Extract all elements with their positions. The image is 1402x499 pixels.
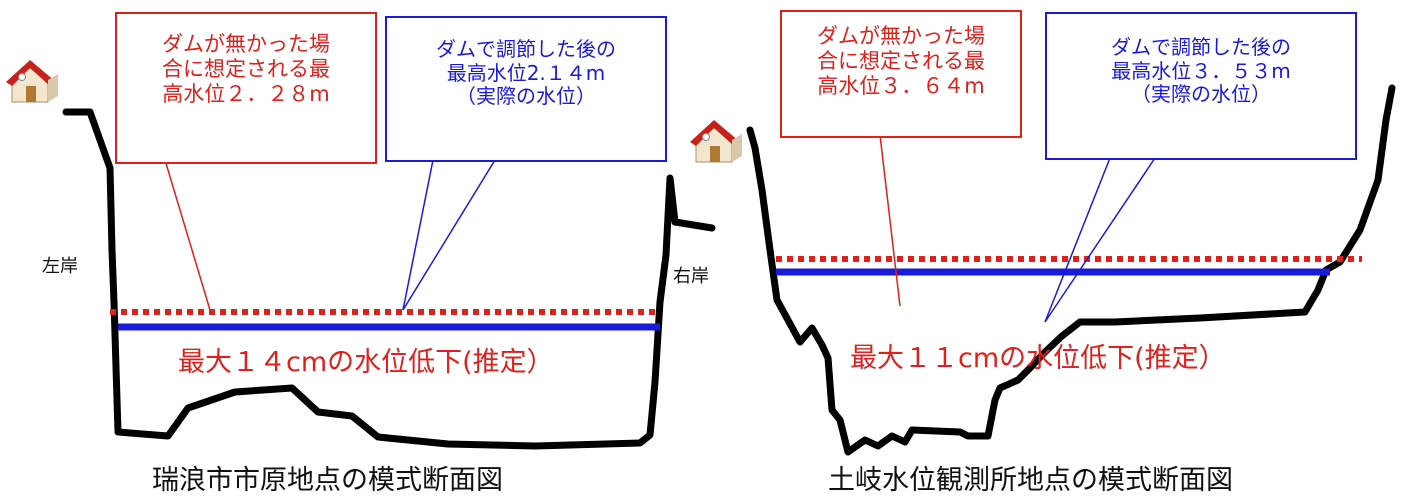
right-no-dam-line-1: ダムが無かった場 bbox=[817, 24, 985, 48]
right-no-dam-callout: ダムが無かった場 合に想定される最 高水位３．６４m bbox=[780, 10, 1022, 138]
right-no-dam-line-2: 合に想定される最 bbox=[817, 48, 985, 73]
left-with-dam-line-2: 最高水位2.１４m bbox=[446, 60, 606, 85]
left-with-dam-line-1: ダムで調節した後の bbox=[436, 37, 616, 61]
right-with-dam-line-3: （実際の水位） bbox=[1131, 82, 1271, 107]
right-reduction-label: 最大１１cmの水位低下(推定） bbox=[850, 343, 1226, 374]
left-no-dam-line-2: 合に想定される最 bbox=[162, 56, 330, 81]
left-reduction-label: 最大１４cmの水位低下(推定） bbox=[178, 347, 554, 378]
left-bank-label: 左岸 bbox=[42, 256, 78, 277]
right-no-dam-line-3: 高水位３．６４m bbox=[817, 73, 985, 98]
left-no-dam-callout: ダムが無かった場 合に想定される最 高水位２．２８m bbox=[115, 12, 377, 164]
left-with-dam-pointer-b bbox=[402, 159, 496, 311]
right-no-dam-pointer bbox=[879, 134, 901, 307]
right-caption: 土岐水位観測所地点の模式断面図 bbox=[828, 465, 1233, 496]
left-with-dam-pointer-a bbox=[402, 159, 434, 311]
left-no-dam-line-1: ダムが無かった場 bbox=[162, 32, 330, 56]
right-with-dam-line-1: ダムで調節した後の bbox=[1111, 35, 1291, 59]
left-riverbed-profile bbox=[62, 108, 716, 450]
right-with-dam-pointer-a bbox=[1044, 157, 1111, 323]
left-no-dam-pointer bbox=[164, 159, 211, 311]
right-riverbed-profile bbox=[746, 84, 1396, 456]
left-with-dam-callout: ダムで調節した後の 最高水位2.１４m （実際の水位） bbox=[385, 16, 667, 162]
right-with-dam-pointer-b bbox=[1044, 157, 1156, 323]
right-with-dam-line-2: 最高水位３．５３m bbox=[1111, 58, 1291, 83]
left-with-dam-line-3: （実際の水位） bbox=[456, 84, 596, 109]
house-icon-left bbox=[6, 60, 58, 103]
left-no-dam-line-3: 高水位２．２８m bbox=[162, 81, 330, 106]
left-caption: 瑞浪市市原地点の模式断面図 bbox=[152, 465, 503, 496]
right-bank-label: 右岸 bbox=[673, 266, 709, 287]
house-icon-right bbox=[690, 120, 742, 163]
right-with-dam-callout: ダムで調節した後の 最高水位３．５３m （実際の水位） bbox=[1045, 12, 1357, 160]
